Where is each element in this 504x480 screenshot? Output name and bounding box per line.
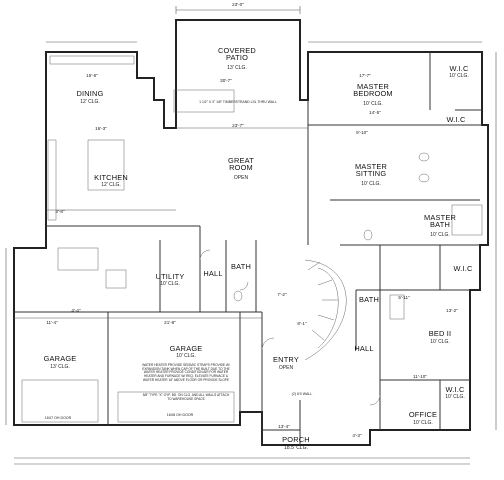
master-bath-ceiling: 10' CLG.: [430, 232, 450, 238]
door-right-note: 16X8 OH DOOR: [166, 413, 194, 417]
mud-bench: [57, 247, 99, 271]
dim-dining-depth: 16'-3": [95, 126, 107, 131]
utility-label: UTILITY: [155, 272, 185, 281]
entry-door-swing: [261, 337, 275, 351]
garage-fire-note: 5/8" TYPE "X" GYP. BD. ON CLG. AND ALL W…: [142, 393, 230, 401]
wic-top1-label: W.I.C: [449, 64, 469, 73]
dining-label: DINING: [76, 89, 104, 98]
bath-toilet: [233, 290, 243, 302]
great-room-ceiling: OPEN: [233, 175, 249, 181]
dim-dining-sub: 4'-4": [71, 308, 81, 313]
dim-patio-mid: 30'-7": [220, 78, 232, 83]
dim-misc-c: 7'-2": [277, 292, 287, 297]
master-sitting-label: MASTER SITTING: [355, 162, 387, 179]
door-left-note: 16X7 OH DOOR: [44, 416, 72, 420]
porch-ceiling: 18.5' CLG.: [284, 445, 308, 451]
kitchen-label: KITCHEN: [94, 173, 128, 182]
dim-office: 11'-10": [413, 374, 427, 379]
patio-beam-callout: [173, 89, 235, 113]
wic-top2-label: W.I.C: [446, 115, 466, 124]
dim-master-bed-width: 17'-7": [359, 73, 371, 78]
dim-dining-width: 15'-6": [86, 73, 98, 78]
dim-master-sitting: 9'-10": [356, 130, 368, 135]
wic-bottom-label: W.I.C: [445, 385, 465, 394]
bath-mid-label: BATH: [359, 295, 379, 304]
dim-porch: 13'-4": [278, 424, 290, 429]
hall-right-label: HALL: [354, 344, 374, 353]
hall-left-label: HALL: [203, 269, 223, 278]
kitchen-ceiling: 12' CLG.: [101, 182, 121, 188]
master-bedroom-ceiling: 10' CLG.: [363, 101, 383, 107]
dim-garage-left: 11'-4": [46, 320, 58, 325]
covered-patio-label: COVERED PATIO: [218, 46, 256, 63]
garage-left-ceiling: 13' CLG.: [50, 364, 70, 370]
great-room-label: GREAT ROOM: [228, 156, 254, 173]
wic-mid-label: W.I.C: [453, 264, 473, 273]
office-label: OFFICE: [408, 410, 438, 419]
bed-ii-label: BED II: [428, 329, 452, 338]
master-sitting-ceiling: 10' CLG.: [361, 181, 381, 187]
entry-label: ENTRY: [273, 355, 299, 364]
master-bath-label: MASTER BATH: [424, 213, 456, 230]
dim-misc-a: 3'-8": [55, 209, 65, 214]
dim-bed-ii: 13'-2": [446, 308, 458, 313]
office-door-swing: [369, 394, 381, 406]
hall-door-swing: [199, 249, 211, 261]
dim-misc-d: 4'-3": [352, 433, 362, 438]
bath-top-label: BATH: [231, 262, 251, 271]
bed-ii-ceiling: 10' CLG.: [430, 339, 450, 345]
kitchen-cabinets: [47, 139, 57, 221]
kitchen-island: [87, 139, 125, 191]
stair-outer: [304, 259, 347, 361]
garage-right-ceiling: 10' CLG.: [176, 353, 196, 359]
master-sink-2: [418, 173, 430, 183]
bath-vanity: [389, 294, 405, 320]
dim-misc-b: 5'-11": [398, 295, 410, 300]
utility-ceiling: 10' CLG.: [160, 281, 180, 287]
stair-inner: [317, 267, 339, 349]
wic-bottom-ceiling: 10' CLG.: [445, 394, 465, 400]
dim-entry: 8'-1": [297, 321, 307, 326]
entry-ceiling: OPEN: [278, 365, 294, 371]
interior-walls: [14, 52, 482, 445]
office-ceiling: 10' CLG.: [413, 420, 433, 426]
dining-ceiling: 12' CLG.: [80, 99, 100, 105]
garage-left-label: GARAGE: [43, 354, 77, 363]
master-tub: [451, 204, 483, 236]
wic-top1-ceiling: 10' CLG.: [449, 73, 469, 79]
master-sink: [418, 152, 430, 162]
dim-patio-top: 23'-0": [232, 2, 244, 7]
bath-door-swing: [239, 281, 249, 291]
dining-counter: [49, 55, 135, 65]
porch-label: PORCH: [282, 435, 310, 444]
garage-right-label: GARAGE: [169, 344, 203, 353]
window-callout: (2) 6'0 WALL: [291, 392, 313, 396]
covered-patio-ceiling: 13' CLG.: [227, 65, 247, 71]
garage-heater-note: WATER HEATER PROVIDE SEISMIC STRAPS PROV…: [142, 363, 230, 382]
dimension-lines: [5, 6, 497, 465]
dim-garage-right: 21'-8": [164, 320, 176, 325]
master-toilet: [363, 229, 373, 241]
dim-master-bed-depth: 14'-5": [369, 110, 381, 115]
garage-door-left: [21, 379, 99, 423]
beam-note: 1 1/2" X 3" 1/8" TIMBERSTRAND LSL THRU W…: [199, 100, 277, 104]
master-bedroom-label: MASTER BEDROOM: [353, 82, 393, 99]
dim-great-room: 23'-7": [232, 123, 244, 128]
utility-washer: [105, 269, 127, 289]
fixtures: [21, 55, 483, 423]
garage-door-right: [117, 391, 235, 423]
